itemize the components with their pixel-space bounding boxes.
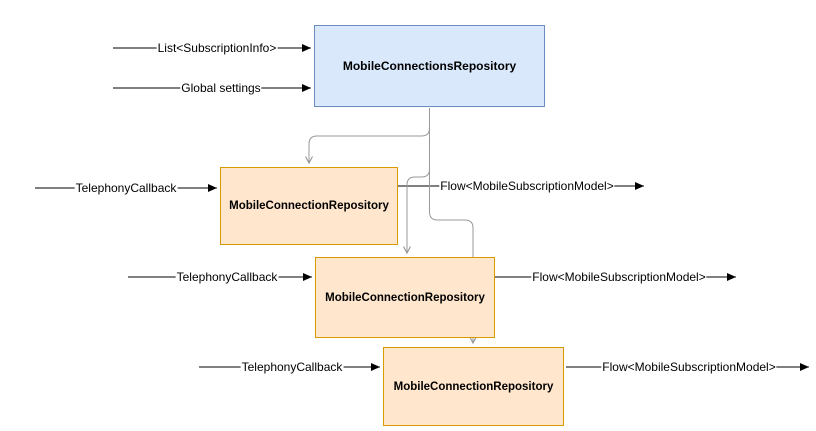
node-mobile-connections-repository: MobileConnectionsRepository [314,25,545,107]
edge-label-global-settings: Global settings [180,81,262,95]
node-label: MobileConnectionsRepository [342,59,517,73]
edge-label-telephony-callback-1: TelephonyCallback [74,181,178,195]
node-mobile-connection-repository-3: MobileConnectionRepository [383,347,564,426]
edge-label-telephony-callback-3: TelephonyCallback [240,360,344,374]
node-label: MobileConnectionRepository [229,200,389,212]
edge-label-flow-output-3: Flow<MobileSubscriptionModel> [601,360,777,374]
edge-main-to-repo-1 [304,108,430,165]
edge-label-list-subscription-info: List<SubscriptionInfo> [156,41,278,55]
edge-main-to-repo-3 [429,108,478,345]
edge-label-flow-output-2: Flow<MobileSubscriptionModel> [531,270,707,284]
node-label: MobileConnectionRepository [325,291,485,304]
edge-main-to-repo-2 [402,108,430,255]
edge-label-flow-output-1: Flow<MobileSubscriptionModel> [439,179,615,193]
node-label: MobileConnectionRepository [393,380,554,393]
node-mobile-connection-repository-1: MobileConnectionRepository [220,167,398,245]
node-mobile-connection-repository-2: MobileConnectionRepository [315,257,495,338]
edge-label-telephony-callback-2: TelephonyCallback [175,270,279,284]
